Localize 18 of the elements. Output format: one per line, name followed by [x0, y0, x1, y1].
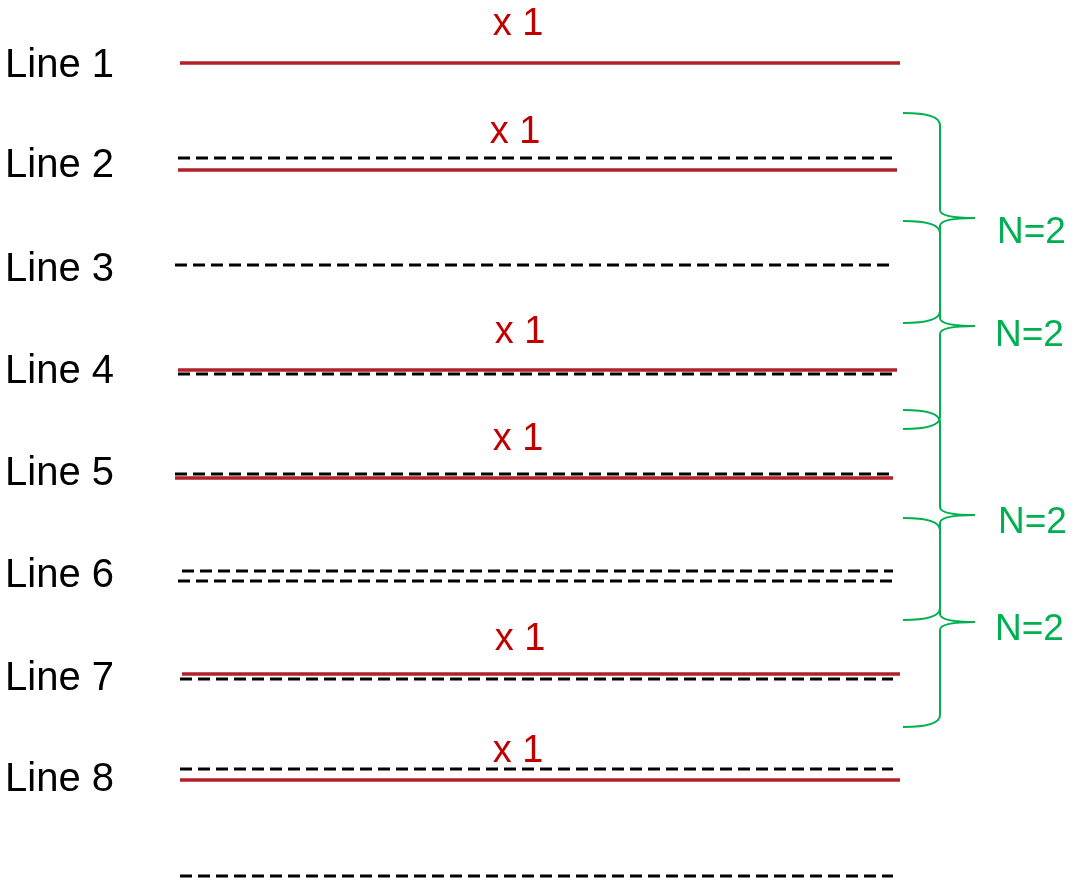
- count-label: N=2: [995, 314, 1064, 352]
- count-label: N=2: [998, 501, 1067, 539]
- multiplier-label: x 1: [489, 111, 541, 149]
- row-label: Line 1: [5, 43, 114, 83]
- multiplier-label: x 1: [494, 311, 546, 349]
- row-label: Line 2: [5, 143, 114, 183]
- row-label: Line 3: [5, 247, 114, 287]
- multiplier-label: x 1: [492, 730, 544, 768]
- multiplier-label: x 1: [492, 418, 544, 456]
- row-label: Line 7: [5, 656, 114, 696]
- multiplier-label: x 1: [492, 3, 544, 41]
- row-label: Line 8: [5, 757, 114, 797]
- count-label: N=2: [995, 608, 1064, 646]
- row-label: Line 4: [5, 349, 114, 389]
- multiplier-label: x 1: [494, 618, 546, 656]
- count-label: N=2: [997, 211, 1066, 249]
- row-label: Line 6: [5, 553, 114, 593]
- row-label: Line 5: [5, 451, 114, 491]
